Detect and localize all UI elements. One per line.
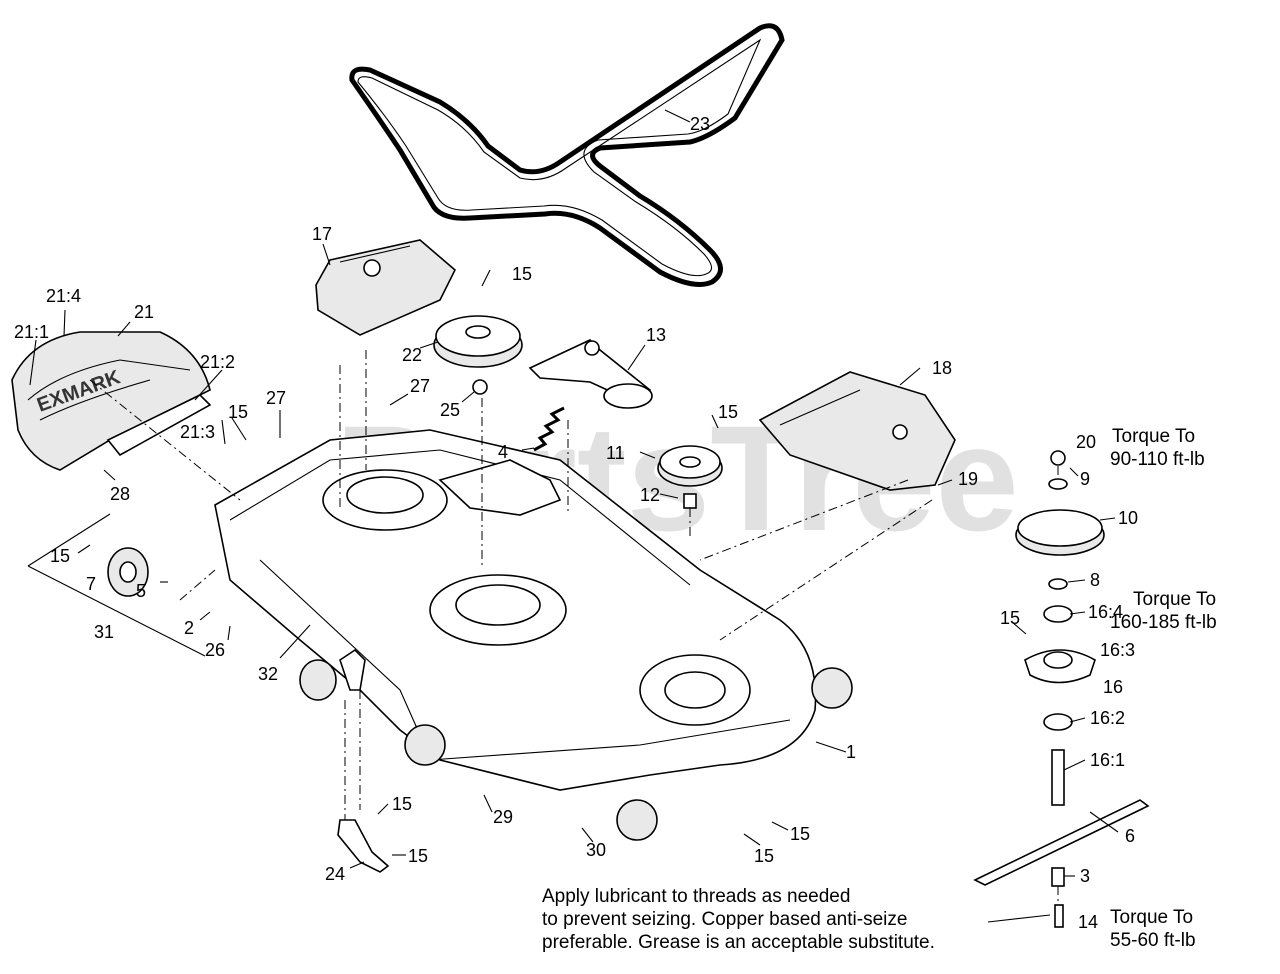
callout-11: 11 (606, 443, 625, 463)
lubricant-note: Apply lubricant to threads as needed to … (542, 886, 935, 953)
callout-21: 21 (134, 302, 154, 322)
callout-7: 7 (86, 574, 96, 594)
callout-6: 6 (1125, 826, 1135, 846)
callout-15-h: 15 (790, 824, 810, 844)
assembly-lines (89, 350, 1059, 905)
torque-note-14-value: 55-60 ft-lb (1110, 930, 1196, 951)
torque-note-16-4-title: Torque To (1133, 589, 1216, 610)
callout-3: 3 (1080, 866, 1090, 886)
callout-16-4: 16:4 (1088, 602, 1123, 622)
belt (349, 23, 785, 287)
callout-13: 13 (646, 325, 666, 345)
callout-2: 2 (184, 618, 194, 638)
callout-26: 26 (205, 640, 225, 660)
callout-9: 9 (1080, 469, 1090, 489)
callout-14: 14 (1078, 912, 1098, 932)
lubricant-note-line1: Apply lubricant to threads as needed (542, 886, 850, 907)
callout-21-4: 21:4 (46, 286, 81, 306)
callout-labels: 1 2 3 4 5 6 7 8 9 10 11 12 13 14 15 15 1… (14, 114, 1138, 932)
callout-16-2: 16:2 (1090, 708, 1125, 728)
callout-15-b: 15 (718, 402, 738, 422)
spindle-assembly (973, 450, 1150, 928)
torque-note-14-title: Torque To (1110, 907, 1193, 928)
spring (533, 406, 565, 452)
callout-16-3: 16:3 (1100, 640, 1135, 660)
callout-15-g: 15 (754, 846, 774, 866)
callout-5: 5 (136, 581, 146, 601)
callout-25: 25 (440, 400, 460, 420)
callout-15-i: 15 (1000, 608, 1020, 628)
anti-scalp-roller (337, 648, 390, 873)
torque-note-16-4-value: 160-185 ft-lb (1110, 612, 1217, 633)
callout-27-a: 27 (266, 388, 286, 408)
callout-15-e: 15 (392, 794, 412, 814)
callout-24: 24 (325, 864, 345, 884)
callout-28: 28 (110, 484, 130, 504)
callout-29: 29 (493, 807, 513, 827)
callout-21-3: 21:3 (180, 422, 215, 442)
leader-lines (29, 109, 1119, 923)
callout-1: 1 (846, 742, 856, 762)
callout-27-b: 27 (410, 376, 430, 396)
deck-cover (758, 371, 956, 491)
callout-16: 16 (1103, 677, 1123, 697)
callout-31: 31 (94, 622, 114, 642)
callout-4: 4 (498, 442, 508, 462)
callout-15-f: 15 (408, 846, 428, 866)
lubricant-note-line3: preferable. Grease is an acceptable subs… (542, 932, 935, 953)
callout-30: 30 (586, 840, 606, 860)
callout-20: 20 (1076, 432, 1096, 452)
callout-10: 10 (1118, 508, 1138, 528)
callout-23: 23 (690, 114, 710, 134)
cover-bracket (106, 394, 212, 457)
spacer-25 (472, 379, 488, 395)
anti-scalp-wheel (27, 513, 206, 657)
callout-21-2: 21:2 (200, 352, 235, 372)
callout-22: 22 (402, 345, 422, 365)
callout-19: 19 (958, 469, 978, 489)
callout-12: 12 (640, 485, 660, 505)
pulley-11 (657, 445, 723, 487)
callout-17: 17 (312, 224, 332, 244)
callout-8: 8 (1090, 570, 1100, 590)
left-belt-cover: EXMARK (11, 331, 211, 471)
torque-note-20-value: 90-110 ft-lb (1110, 449, 1205, 470)
callout-18: 18 (932, 358, 952, 378)
callout-32: 32 (258, 664, 278, 684)
lubricant-note-line2: to prevent seizing. Copper based anti-se… (542, 909, 907, 930)
deck-wheels (299, 659, 853, 841)
spacer-12 (683, 493, 697, 509)
torque-notes: Torque To 90-110 ft-lb Torque To 160-185… (1110, 426, 1217, 951)
callout-16-1: 16:1 (1090, 750, 1125, 770)
callout-15-c: 15 (228, 402, 248, 422)
torque-note-20-title: Torque To (1112, 426, 1195, 447)
idler-arm (528, 339, 653, 409)
callout-15-d: 15 (50, 546, 70, 566)
right-belt-cover (315, 239, 456, 336)
pulley-22 (433, 315, 523, 368)
mower-deck (214, 429, 817, 791)
callout-15-a: 15 (512, 264, 532, 284)
callout-21-1: 21:1 (14, 322, 49, 342)
